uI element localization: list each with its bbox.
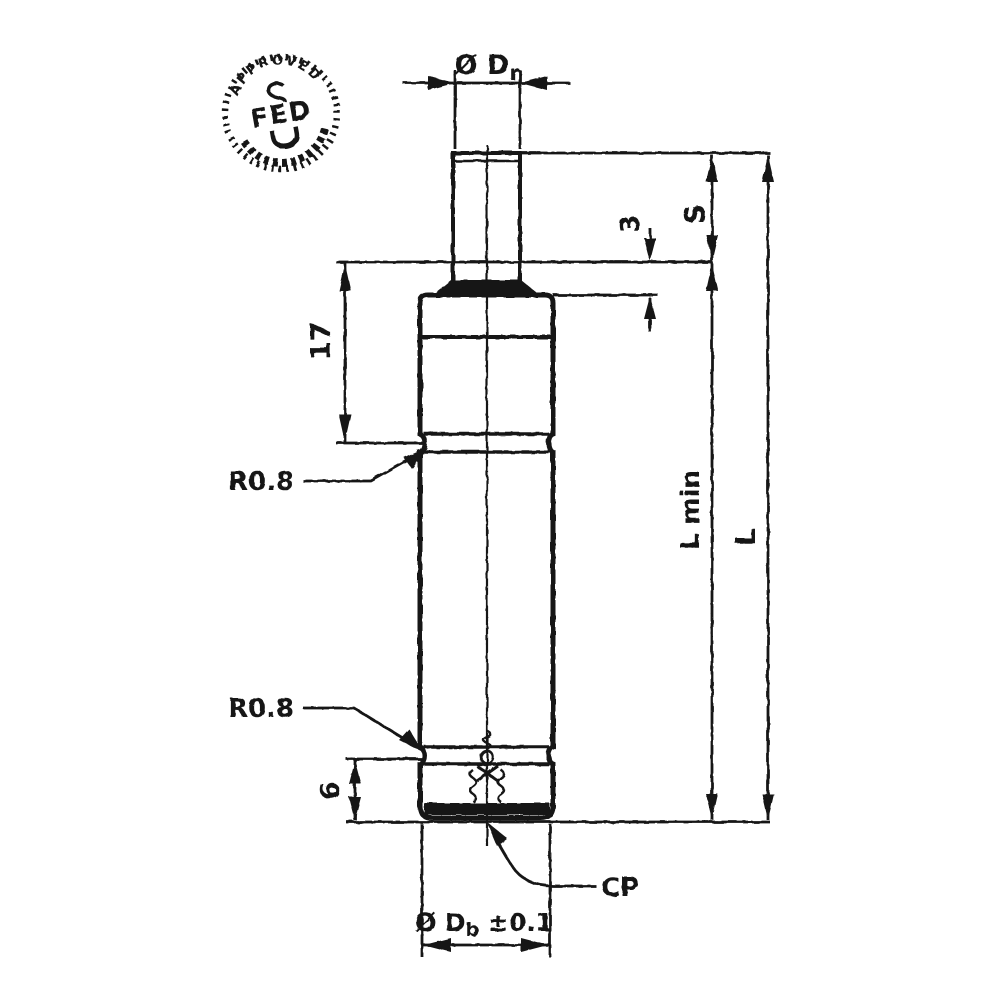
stamp-bottom-text-marks <box>241 126 330 167</box>
valve-spring-right-icon <box>496 768 506 804</box>
arrowhead-up-icon <box>339 264 351 291</box>
arrowhead-right-icon <box>521 938 548 952</box>
body-diameter-label: Ø Db ±0.1 <box>415 908 553 941</box>
stroke-label: S <box>678 204 711 224</box>
arrowhead-up-icon <box>706 155 718 182</box>
arrowhead-left-icon <box>424 938 451 952</box>
leader-line-charging-port <box>490 830 596 888</box>
charging-valve-symbol <box>468 729 506 804</box>
dimension-rod-projection: 3 <box>616 215 656 332</box>
arrowhead-left-icon <box>428 76 455 90</box>
valve-cross-icon <box>476 764 499 783</box>
leader-line-radius-upper <box>303 448 427 483</box>
drawing-content: APPROVED FED <box>221 44 774 957</box>
valve-zigzag-icon <box>482 729 492 751</box>
arrowhead-downright-icon <box>399 729 423 752</box>
dimension-base-height: 6 <box>316 760 361 820</box>
body-diameter-tolerance: ±0.1 <box>479 908 553 937</box>
valve-ball-icon <box>479 749 495 765</box>
stamp-scroll-icon <box>266 81 287 103</box>
arrowhead-up-icon <box>349 761 361 784</box>
arrowhead-down-icon <box>706 235 718 261</box>
dimension-total-length: L <box>729 155 774 820</box>
arrowhead-up-icon <box>762 155 774 182</box>
stamp-horseshoe-icon <box>269 126 300 149</box>
approved-stamp-logo: APPROVED FED <box>221 44 341 173</box>
head-length-label: 17 <box>304 322 337 361</box>
gas-spring-body <box>417 145 556 846</box>
charging-port-label: CP <box>601 873 639 903</box>
arrowhead-down-icon <box>349 797 361 820</box>
rod-diameter-subscript: r <box>509 61 519 85</box>
rod-diameter-prefix: Ø D <box>455 50 510 81</box>
stamp-arc-textpath: APPROVED <box>221 44 326 100</box>
arrowhead-upleft-icon <box>487 822 507 846</box>
arrowhead-up-icon <box>644 296 656 319</box>
stamp-center-text: FED <box>248 95 314 135</box>
stamp-outer-ring <box>221 53 341 173</box>
arrowhead-down-icon <box>762 794 774 820</box>
base-height-label: 6 <box>316 782 346 800</box>
callout-radius-lower: R0.8 <box>228 694 423 752</box>
callout-radius-upper: R0.8 <box>228 447 428 497</box>
dimension-rod-diameter: Ø Dr <box>403 50 570 90</box>
stamp-arc-text: APPROVED <box>221 44 326 100</box>
arrowhead-down-icon <box>339 414 351 441</box>
total-length-label: L <box>729 528 762 546</box>
rod-projection-label: 3 <box>616 215 646 233</box>
arrowhead-up-icon <box>706 264 718 291</box>
min-length-label: L min <box>676 470 706 550</box>
dimension-body-diameter: Ø Db ±0.1 <box>415 908 553 952</box>
valve-spring-left-icon <box>468 768 478 804</box>
arrowhead-down-icon <box>706 794 718 820</box>
arrowhead-down-icon <box>644 238 656 261</box>
rod-diameter-label: Ø Dr <box>455 50 520 85</box>
callout-charging-port: CP <box>487 822 639 903</box>
dimension-stroke-and-lmin: S L min <box>676 155 718 820</box>
reference-lines <box>336 70 770 957</box>
body-diameter-prefix: Ø D <box>415 908 466 937</box>
arrowhead-right-icon <box>520 76 547 90</box>
arrowhead-upright-icon <box>404 447 428 469</box>
leader-line-radius-lower <box>303 706 420 750</box>
body-diameter-subscript: b <box>466 919 480 941</box>
radius-upper-label: R0.8 <box>228 467 294 497</box>
radius-lower-label: R0.8 <box>228 694 294 724</box>
dimension-head-length: 17 <box>304 263 351 442</box>
